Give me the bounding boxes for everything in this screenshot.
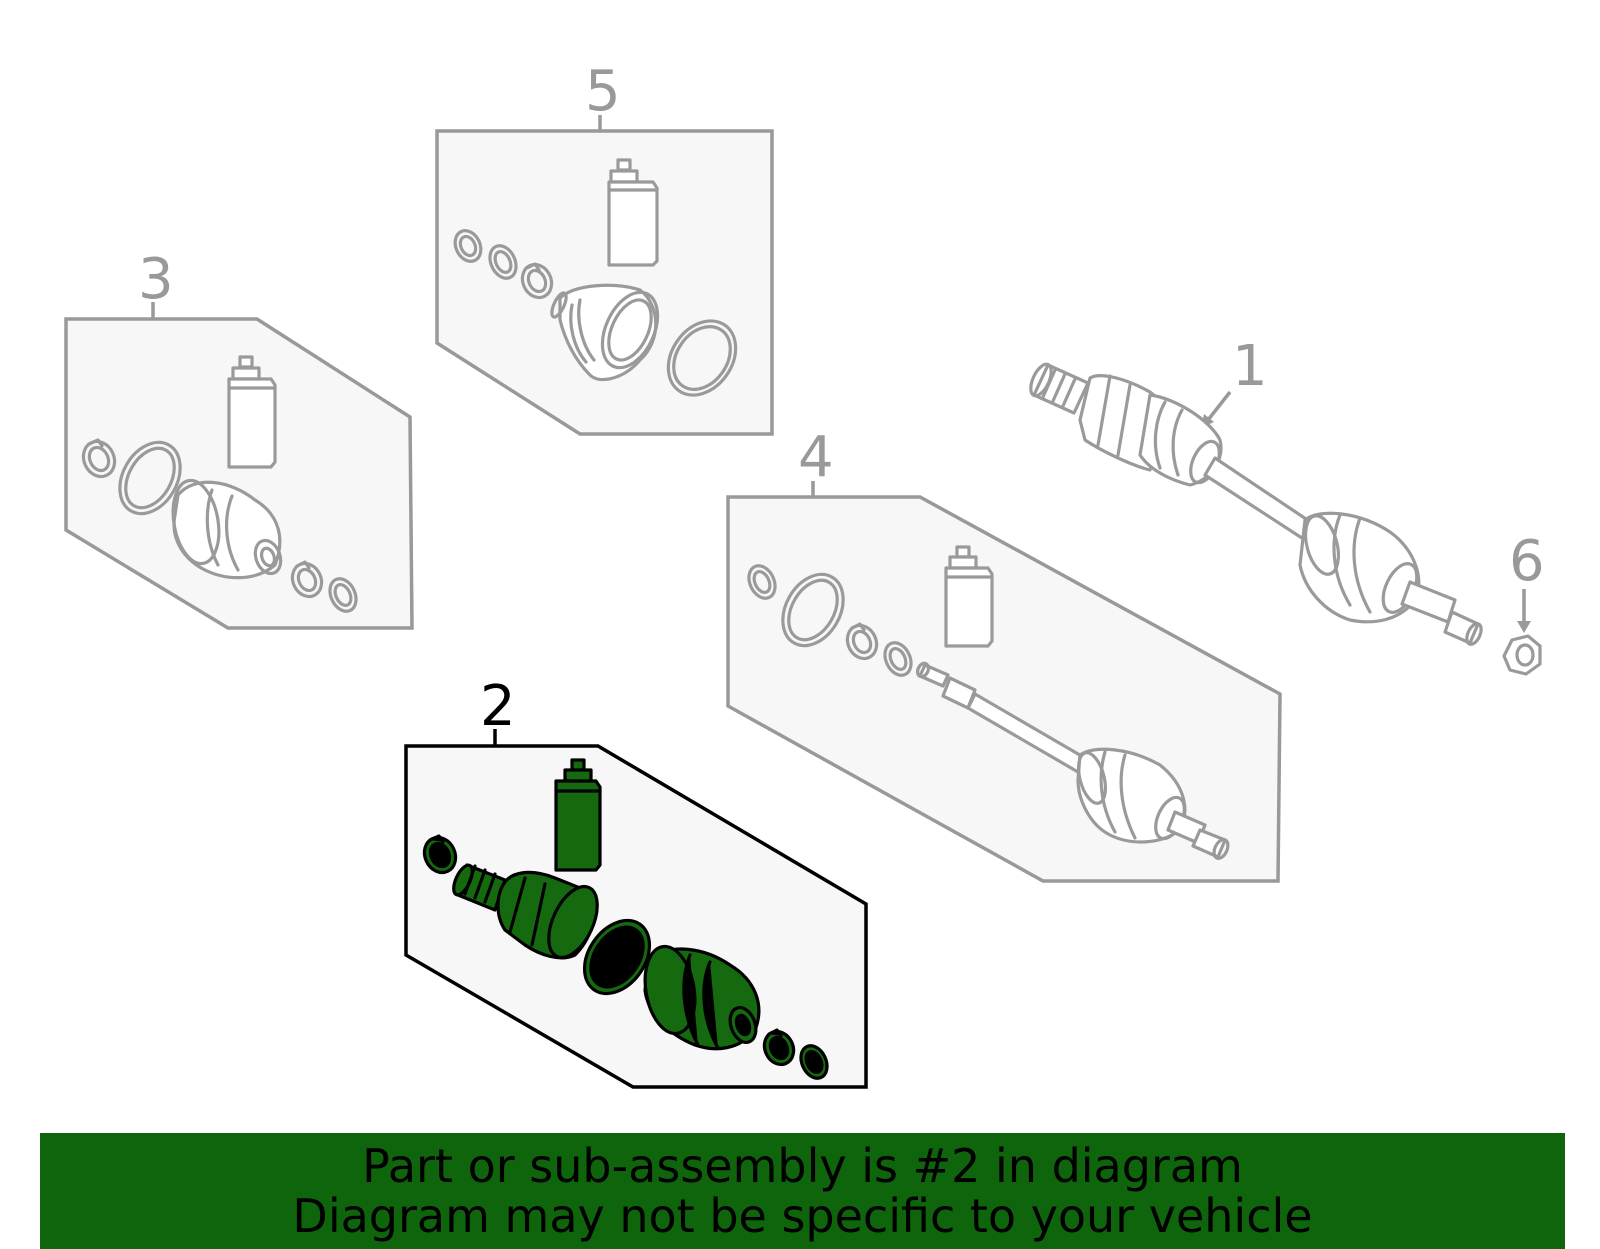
part-3-components xyxy=(81,355,358,613)
part-4-kit[interactable]: 4 xyxy=(726,425,1282,883)
nut-icon xyxy=(1502,634,1542,676)
part-4-components xyxy=(747,545,1230,861)
callout-6-arrow xyxy=(1517,621,1531,633)
banner-line-1: Part or sub-assembly is #2 in diagram xyxy=(362,1139,1243,1193)
part-2-box xyxy=(404,744,868,1089)
info-banner: Part or sub-assembly is #2 in diagram Di… xyxy=(40,1133,1565,1249)
part-3-kit[interactable]: 3 xyxy=(64,247,414,630)
callout-3[interactable]: 3 xyxy=(138,247,174,312)
part-2-components xyxy=(422,758,829,1080)
callout-5[interactable]: 5 xyxy=(585,59,621,124)
grease-tube-icon xyxy=(616,158,632,172)
callout-6[interactable]: 6 xyxy=(1509,529,1545,594)
part-3-box xyxy=(64,317,414,630)
callout-4[interactable]: 4 xyxy=(798,425,834,490)
grease-tube-icon xyxy=(238,355,254,369)
part-1-components xyxy=(1029,362,1483,646)
callout-1[interactable]: 1 xyxy=(1232,334,1268,399)
part-5-kit[interactable]: 5 xyxy=(435,59,774,436)
part-5-box xyxy=(435,129,774,436)
part-2-kit[interactable]: 2 xyxy=(404,674,868,1089)
banner-line-2: Diagram may not be specific to your vehi… xyxy=(292,1189,1313,1243)
part-1-axle[interactable]: 1 xyxy=(1027,334,1485,647)
callout-2[interactable]: 2 xyxy=(480,674,516,739)
callout-1-leader xyxy=(1206,390,1232,422)
part-6-nut[interactable]: 6 xyxy=(1502,529,1545,676)
part-5-components xyxy=(453,158,738,397)
